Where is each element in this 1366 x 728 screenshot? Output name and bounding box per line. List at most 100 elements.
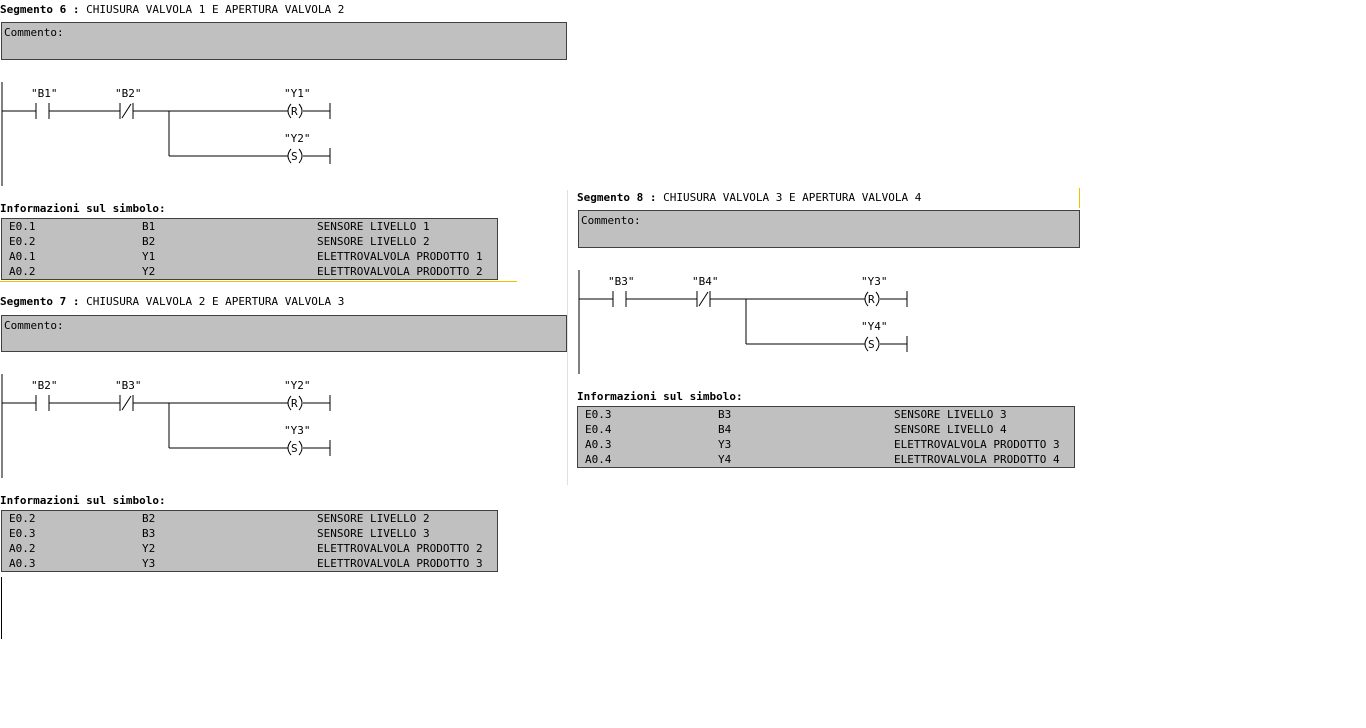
segment-label: Segmento 6 — [0, 3, 67, 16]
symbol-info-title: Informazioni sul simbolo: — [0, 202, 166, 215]
coil-reset-symbol: R — [291, 397, 298, 410]
coil-set-right — [298, 148, 303, 164]
symbol-address: E0.2 — [9, 235, 36, 248]
symbol-name: Y2 — [142, 265, 156, 278]
segment-label: Segmento 8 — [577, 191, 644, 204]
comment-box[interactable]: Commento: — [578, 210, 1080, 248]
symbol-address: A0.3 — [585, 438, 612, 451]
segment-label: Segmento 7 — [0, 295, 67, 308]
contact-nc-slash — [698, 291, 709, 307]
segment-description: CHIUSURA VALVOLA 2 E APERTURA VALVOLA 3 — [86, 295, 345, 308]
coil-set-left — [864, 336, 869, 352]
comment-box[interactable]: Commento: — [1, 315, 567, 352]
symbol-name: Y2 — [142, 542, 156, 555]
symbol-comment: SENSORE LIVELLO 3 — [317, 527, 430, 540]
coil-reset-label: "Y1" — [284, 87, 311, 100]
separator-line — [1079, 188, 1080, 208]
symbol-address: A0.2 — [9, 542, 36, 555]
symbol-name: B4 — [718, 423, 732, 436]
coil-reset-label: "Y3" — [861, 275, 888, 288]
symbol-comment: ELETTROVALVOLA PRODOTTO 1 — [317, 250, 483, 263]
comment-box[interactable]: Commento: — [1, 22, 567, 60]
coil-reset-right — [875, 291, 880, 307]
symbol-comment: SENSORE LIVELLO 3 — [894, 408, 1007, 421]
symbol-table: E0.2 B2 SENSORE LIVELLO 2 E0.3 B3 SENSORE LI… — [1, 510, 498, 572]
symbol-info-title: Informazioni sul simbolo: — [577, 390, 743, 403]
symbol-name: B3 — [718, 408, 732, 421]
symbol-name: Y3 — [142, 557, 156, 570]
separator-line — [567, 190, 568, 485]
symbol-name: B2 — [142, 235, 156, 248]
coil-set-left — [287, 440, 292, 456]
coil-set-label: "Y3" — [284, 424, 311, 437]
coil-set-symbol: S — [291, 150, 298, 163]
coil-set-left — [287, 148, 292, 164]
coil-set-symbol: S — [291, 442, 298, 455]
symbol-name: B2 — [142, 512, 156, 525]
symbol-comment: ELETTROVALVOLA PRODOTTO 2 — [317, 542, 483, 555]
segment-6: Segmento 6 : CHIUSURA VALVOLA 1 E APERTU… — [0, 0, 568, 285]
coil-reset-right — [298, 395, 303, 411]
segment-title: Segmento 7 : CHIUSURA VALVOLA 2 E APERTU… — [0, 295, 344, 308]
ladder-diagram: "B2" "B3" "Y2" R "Y3" S — [1, 374, 331, 478]
comment-label: Commento: — [581, 214, 641, 227]
symbol-name: Y3 — [718, 438, 732, 451]
symbol-address: E0.2 — [9, 512, 36, 525]
segment-colon: : — [66, 295, 87, 308]
segment-description: CHIUSURA VALVOLA 1 E APERTURA VALVOLA 2 — [86, 3, 345, 16]
symbol-name: Y1 — [142, 250, 156, 263]
coil-reset-left — [287, 395, 292, 411]
ladder-diagram: "B3" "B4" "Y3" R "Y4" S — [578, 270, 908, 374]
coil-reset-symbol: R — [868, 293, 875, 306]
symbol-info-title: Informazioni sul simbolo: — [0, 494, 166, 507]
ladder-diagram: "B1" "B2" "Y1" R "Y2" S — [1, 82, 331, 186]
coil-reset-right — [298, 103, 303, 119]
coil-set-right — [875, 336, 880, 352]
coil-set-label: "Y2" — [284, 132, 311, 145]
symbol-comment: ELETTROVALVOLA PRODOTTO 2 — [317, 265, 483, 278]
contact-nc-label: "B4" — [692, 275, 719, 288]
coil-set-symbol: S — [868, 338, 875, 351]
coil-set-right — [298, 440, 303, 456]
symbol-comment: ELETTROVALVOLA PRODOTTO 3 — [317, 557, 483, 570]
symbol-comment: SENSORE LIVELLO 2 — [317, 235, 430, 248]
symbol-comment: ELETTROVALVOLA PRODOTTO 4 — [894, 453, 1060, 466]
symbol-name: B3 — [142, 527, 156, 540]
comment-label: Commento: — [4, 319, 64, 332]
coil-reset-label: "Y2" — [284, 379, 311, 392]
comment-label: Commento: — [4, 26, 64, 39]
segment-7: Segmento 7 : CHIUSURA VALVOLA 2 E APERTU… — [0, 292, 568, 642]
coil-reset-left — [287, 103, 292, 119]
contact-nc-slash — [121, 395, 132, 411]
symbol-address: A0.2 — [9, 265, 36, 278]
contact-nc-label: "B2" — [115, 87, 142, 100]
symbol-name: Y4 — [718, 453, 732, 466]
coil-reset-left — [864, 291, 869, 307]
symbol-address: A0.3 — [9, 557, 36, 570]
segment-title: Segmento 6 : CHIUSURA VALVOLA 1 E APERTU… — [0, 3, 344, 16]
symbol-address: E0.3 — [9, 527, 36, 540]
symbol-comment: ELETTROVALVOLA PRODOTTO 3 — [894, 438, 1060, 451]
symbol-comment: SENSORE LIVELLO 2 — [317, 512, 430, 525]
segment-title: Segmento 8 : CHIUSURA VALVOLA 3 E APERTU… — [577, 191, 921, 204]
separator-line — [0, 281, 517, 282]
contact-no-label: "B1" — [31, 87, 58, 100]
symbol-name: B1 — [142, 220, 156, 233]
segment-8: Segmento 8 : CHIUSURA VALVOLA 3 E APERTU… — [577, 188, 1080, 473]
coil-reset-symbol: R — [291, 105, 298, 118]
contact-nc-label: "B3" — [115, 379, 142, 392]
symbol-address: E0.4 — [585, 423, 612, 436]
power-rail-tail — [1, 577, 2, 639]
symbol-address: A0.4 — [585, 453, 612, 466]
contact-no-label: "B3" — [608, 275, 635, 288]
contact-no-label: "B2" — [31, 379, 58, 392]
symbol-address: A0.1 — [9, 250, 36, 263]
contact-nc-slash — [121, 103, 132, 119]
segment-colon: : — [66, 3, 87, 16]
symbol-address: E0.3 — [585, 408, 612, 421]
segment-colon: : — [643, 191, 664, 204]
segment-description: CHIUSURA VALVOLA 3 E APERTURA VALVOLA 4 — [663, 191, 922, 204]
symbol-comment: SENSORE LIVELLO 1 — [317, 220, 430, 233]
